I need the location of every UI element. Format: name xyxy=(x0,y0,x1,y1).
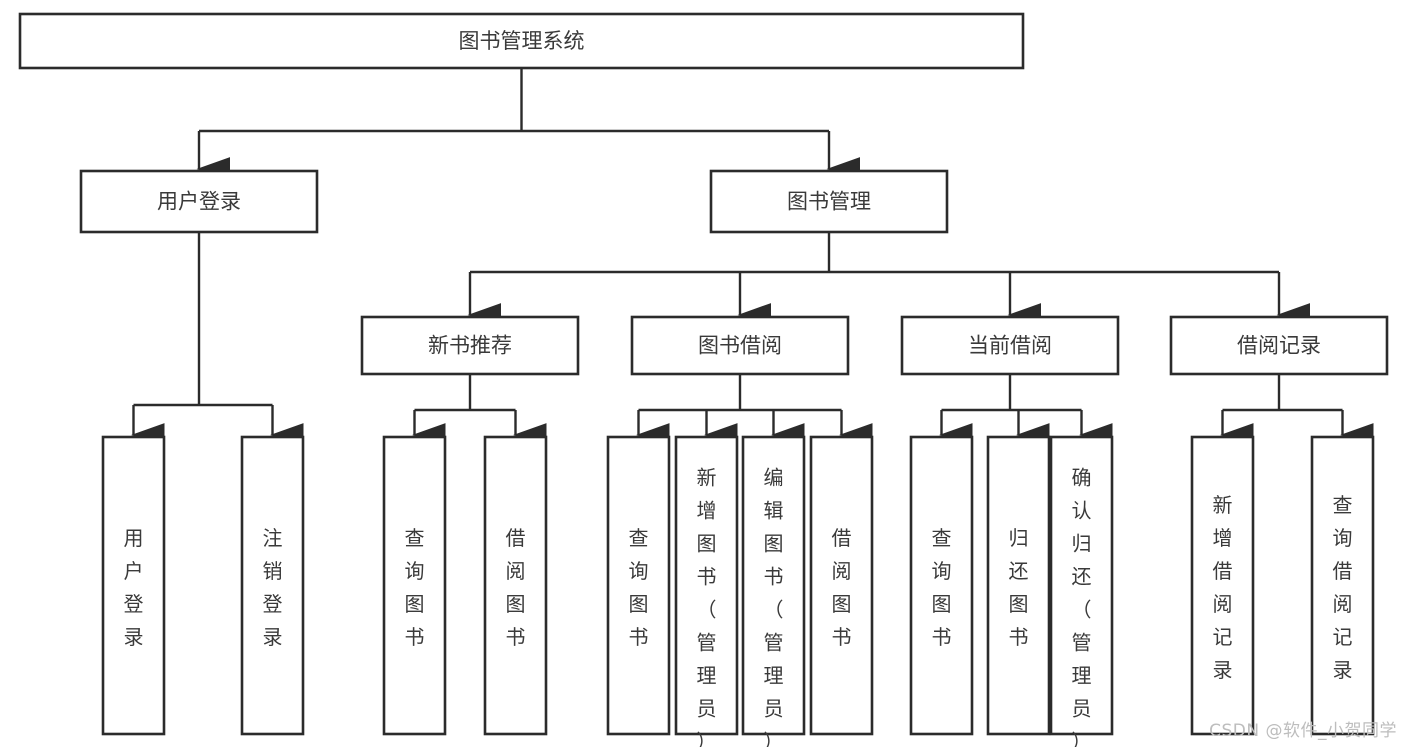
node-label-book-management: 图书管理 xyxy=(787,190,871,214)
node-label-leaf-return-book: 归还图书 xyxy=(1009,526,1029,649)
node-label-user-login: 用户登录 xyxy=(157,190,241,214)
node-label-leaf-user-login: 用户登录 xyxy=(124,526,144,649)
node-box-leaf-add-book-admin[interactable] xyxy=(674,435,739,736)
node-box-leaf-return-book[interactable] xyxy=(986,435,1051,736)
node-box-leaf-query-book-1[interactable] xyxy=(382,435,447,736)
leaf-node-leaf-query-book-1[interactable]: 查询图书 xyxy=(382,435,447,736)
node-label-leaf-add-borrow-record: 新增借阅记录 xyxy=(1213,493,1233,682)
node-box-new-book-recommend[interactable] xyxy=(360,315,580,376)
leaf-node-leaf-return-book[interactable]: 归还图书 xyxy=(986,435,1051,736)
node-label-leaf-query-borrow-record: 查询借阅记录 xyxy=(1333,493,1353,682)
node-box-book-management[interactable] xyxy=(709,169,949,234)
leaf-node-leaf-query-book-3[interactable]: 查询图书 xyxy=(909,435,974,736)
node-box-root[interactable] xyxy=(18,12,1025,70)
connector-lines xyxy=(131,68,1374,447)
level2-node-user-login[interactable]: 用户登录 xyxy=(79,169,319,234)
node-box-leaf-user-login[interactable] xyxy=(101,435,166,736)
node-label-leaf-borrow-book-1: 借阅图书 xyxy=(506,526,526,649)
node-label-root: 图书管理系统 xyxy=(459,29,585,53)
leaf-node-leaf-logout-login[interactable]: 注销登录 xyxy=(240,435,305,736)
root-node[interactable]: 图书管理系统 xyxy=(18,12,1025,70)
node-label-leaf-borrow-book-2: 借阅图书 xyxy=(832,526,852,649)
node-box-leaf-query-borrow-record[interactable] xyxy=(1310,435,1375,736)
leaf-node-leaf-add-book-admin[interactable]: 新增图书（管理员） xyxy=(674,435,739,747)
node-box-leaf-logout-login[interactable] xyxy=(240,435,305,736)
node-label-leaf-add-book-admin: 新增图书（管理员） xyxy=(697,466,717,747)
node-box-leaf-query-book-3[interactable] xyxy=(909,435,974,736)
leaf-node-leaf-confirm-return-admin[interactable]: 确认归还（管理员） xyxy=(1049,435,1114,747)
leaf-node-leaf-add-borrow-record[interactable]: 新增借阅记录 xyxy=(1190,435,1255,736)
node-box-current-borrow[interactable] xyxy=(900,315,1120,376)
level3-node-book-borrow[interactable]: 图书借阅 xyxy=(630,315,850,376)
node-label-leaf-query-book-1: 查询图书 xyxy=(405,526,425,649)
leaf-node-leaf-query-book-2[interactable]: 查询图书 xyxy=(606,435,671,736)
node-box-leaf-borrow-book-1[interactable] xyxy=(483,435,548,736)
node-label-book-borrow: 图书借阅 xyxy=(698,334,782,358)
leaf-node-leaf-borrow-book-1[interactable]: 借阅图书 xyxy=(483,435,548,736)
node-box-book-borrow[interactable] xyxy=(630,315,850,376)
leaf-node-leaf-borrow-book-2[interactable]: 借阅图书 xyxy=(809,435,874,736)
node-label-leaf-query-book-3: 查询图书 xyxy=(932,526,952,649)
node-box-leaf-edit-book-admin[interactable] xyxy=(741,435,806,736)
node-box-leaf-borrow-book-2[interactable] xyxy=(809,435,874,736)
node-boxes: 图书管理系统用户登录图书管理新书推荐图书借阅当前借阅借阅记录用户登录注销登录查询… xyxy=(18,12,1389,747)
leaf-node-leaf-edit-book-admin[interactable]: 编辑图书（管理员） xyxy=(741,435,806,747)
node-box-user-login[interactable] xyxy=(79,169,319,234)
node-label-leaf-logout-login: 注销登录 xyxy=(263,526,283,649)
leaf-node-leaf-user-login[interactable]: 用户登录 xyxy=(101,435,166,736)
level3-node-borrow-record[interactable]: 借阅记录 xyxy=(1169,315,1389,376)
node-label-current-borrow: 当前借阅 xyxy=(968,334,1052,358)
node-box-borrow-record[interactable] xyxy=(1169,315,1389,376)
level2-node-book-management[interactable]: 图书管理 xyxy=(709,169,949,234)
node-label-leaf-query-book-2: 查询图书 xyxy=(629,526,649,649)
level3-node-new-book-recommend[interactable]: 新书推荐 xyxy=(360,315,580,376)
level3-node-current-borrow[interactable]: 当前借阅 xyxy=(900,315,1120,376)
leaf-node-leaf-query-borrow-record[interactable]: 查询借阅记录 xyxy=(1310,435,1375,736)
node-label-leaf-confirm-return-admin: 确认归还（管理员） xyxy=(1072,466,1092,747)
node-box-leaf-confirm-return-admin[interactable] xyxy=(1049,435,1114,736)
node-box-leaf-add-borrow-record[interactable] xyxy=(1190,435,1255,736)
node-label-new-book-recommend: 新书推荐 xyxy=(428,334,512,358)
node-box-leaf-query-book-2[interactable] xyxy=(606,435,671,736)
node-label-borrow-record: 借阅记录 xyxy=(1237,334,1321,358)
node-label-leaf-edit-book-admin: 编辑图书（管理员） xyxy=(764,466,784,747)
